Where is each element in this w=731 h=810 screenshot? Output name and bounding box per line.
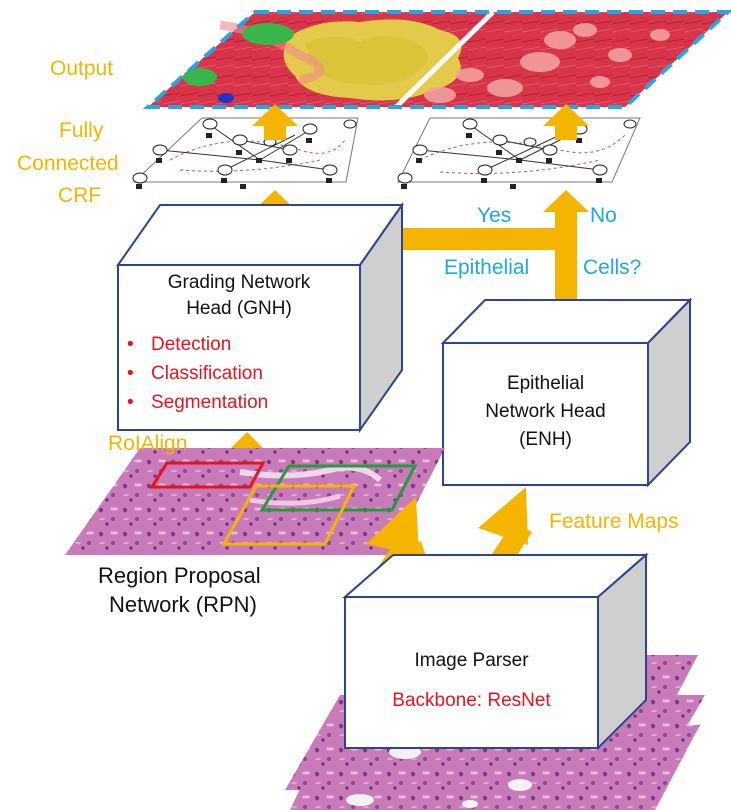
crf-label-line3: CRF (58, 184, 102, 207)
output-label: Output (50, 57, 114, 80)
rpn-label-line1: Region Proposal (98, 563, 261, 588)
gnh-title-line1: Grading Network (167, 272, 311, 293)
arrow-to-output-left (252, 104, 298, 140)
backbone-label: Backbone: ResNet (392, 690, 551, 711)
gnh-task-label: Segmentation (151, 392, 269, 413)
gnh-title-line2: Head (GNH) (186, 298, 292, 319)
no-label: No (590, 204, 617, 227)
red-roi-box (149, 461, 266, 489)
enh-title-line2: Network Head (485, 401, 606, 422)
enh-box (440, 297, 693, 488)
gnh-task-list: • Detection • Classification • Segmentation (127, 330, 268, 417)
gnh-task-item: • Segmentation (127, 388, 268, 417)
orange-roi-box (221, 484, 357, 546)
crf-label-line2: Connected (17, 152, 119, 175)
output-plane (142, 10, 731, 109)
epithelial-question-label-part2: Cells? (583, 256, 642, 279)
yes-label: Yes (477, 204, 512, 227)
feature-maps-label: Feature Maps (549, 510, 679, 533)
image-parser-box (342, 552, 649, 751)
rpn-plane (65, 448, 445, 555)
gnh-task-item: • Detection (127, 330, 268, 359)
enh-title-line3: (ENH) (519, 429, 572, 450)
gnh-task-item: • Classification (127, 359, 268, 388)
green-region (242, 23, 294, 45)
enh-title: Epithelial Network Head (ENH) (443, 370, 648, 454)
image-parser-title: Image Parser (414, 650, 529, 671)
crf-graph (132, 117, 641, 189)
gnh-task-label: Classification (151, 363, 263, 384)
gnh-box (116, 201, 404, 434)
bullet-glyph: • (127, 363, 134, 384)
rpn-label-line2: Network (RPN) (109, 592, 257, 617)
enh-title-line1: Epithelial (506, 373, 585, 394)
arrow-to-output-right (543, 104, 589, 140)
bullet-glyph: • (127, 334, 134, 355)
roialign-label: RoIAlign (108, 432, 188, 455)
green-roi-box (259, 464, 418, 512)
epithelial-question-label-part1: Epithelial (444, 256, 530, 279)
crf-label-line1: Fully (59, 119, 104, 142)
bullet-glyph: • (127, 392, 134, 413)
gnh-title: Grading Network Head (GNH) (118, 270, 360, 322)
gnh-task-label: Detection (151, 334, 232, 355)
